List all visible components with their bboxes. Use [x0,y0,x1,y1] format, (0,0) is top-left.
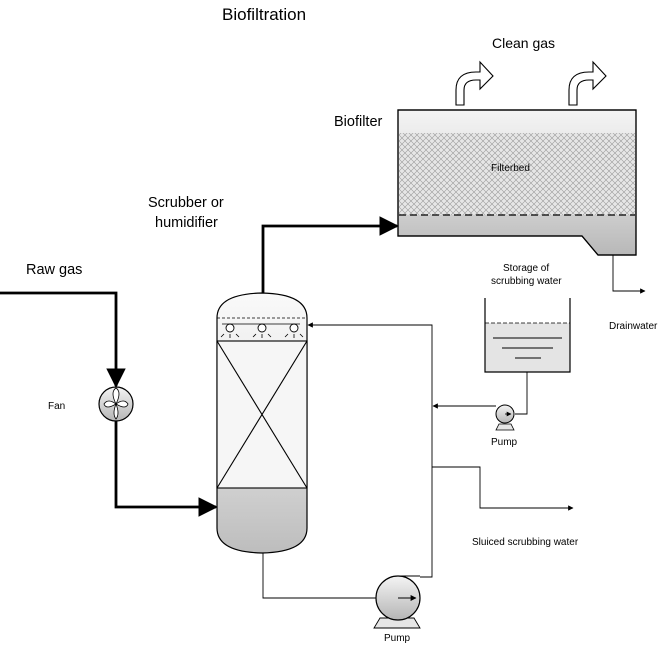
spray-nozzle-icon [220,323,304,338]
recirculation-line-riser [307,322,433,578]
biofilter-label: Biofilter [334,114,383,130]
raw-gas-line [0,291,126,388]
scrubber-label-line1: Scrubber or [148,195,224,211]
storage-label-line2: scrubbing water [491,276,562,287]
scrubber-column [216,292,308,554]
storage-label-line1: Storage of [503,263,549,274]
storage-tank [484,298,571,373]
sluiced-water-label: Sluiced scrubbing water [472,537,579,548]
drainwater-line [612,255,646,294]
scrubber-label-line2: humidifier [155,215,218,231]
diagram-title: Biofiltration [222,5,306,24]
storage-outlet-line [515,372,528,415]
biofilter-vessel [397,109,637,256]
pump-upper-icon [495,404,515,431]
gas-line-fan-to-scrubber [114,421,218,517]
drainwater-label: Drainwater [609,321,658,332]
clean-gas-label: Clean gas [492,35,555,51]
fan-icon [98,386,134,422]
raw-gas-label: Raw gas [26,262,82,278]
pump-upper-label: Pump [491,437,518,448]
pump-lower-icon [373,575,421,629]
recirculation-line-bottom [262,553,376,599]
clean-gas-arrow-right-icon [568,60,607,106]
filterbed [399,133,635,215]
clean-gas-arrow-left-icon [455,60,494,106]
pump-lower-label: Pump [384,633,411,644]
sluiced-water-line [432,466,574,511]
filterbed-label: Filterbed [491,163,530,174]
fan-label: Fan [48,401,65,412]
gas-line-scrubber-to-biofilter [261,216,399,294]
